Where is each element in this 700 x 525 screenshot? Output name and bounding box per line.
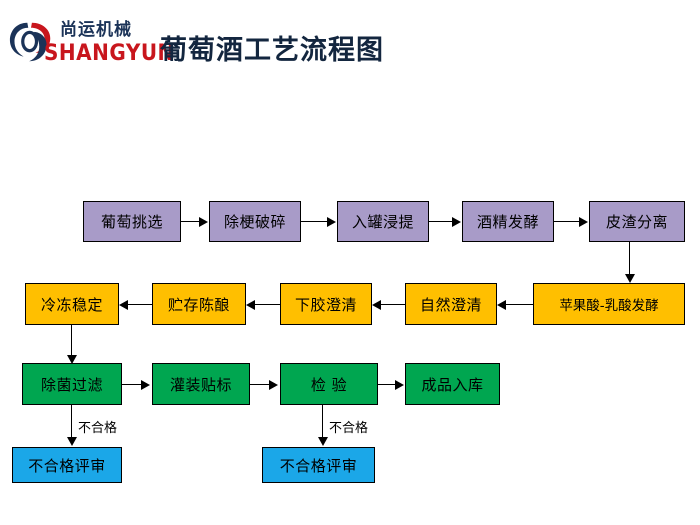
- node-nonconformity-review-1[interactable]: 不合格评审: [12, 447, 122, 483]
- node-nonconformity-review-2[interactable]: 不合格评审: [262, 447, 375, 483]
- node-alcoholic-fermentation[interactable]: 酒精发酵: [462, 201, 554, 242]
- node-malolactic-fermentation[interactable]: 苹果酸-乳酸发酵: [533, 283, 685, 325]
- node-tank-maceration[interactable]: 入罐浸提: [337, 201, 429, 242]
- company-logo: 尚运机械 SHANGYUN: [8, 18, 174, 70]
- node-sterile-filtration[interactable]: 除菌过滤: [22, 363, 122, 405]
- page-title: 葡萄酒工艺流程图: [160, 35, 384, 66]
- node-storage-aging[interactable]: 贮存陈酿: [152, 283, 246, 325]
- node-destemming-crushing[interactable]: 除梗破碎: [209, 201, 301, 242]
- page-header: 尚运机械 SHANGYUN 葡萄酒工艺流程图: [0, 0, 700, 90]
- node-pomace-separation[interactable]: 皮渣分离: [589, 201, 685, 242]
- edge-label-reject-1: 不合格: [78, 421, 118, 436]
- node-grape-sorting[interactable]: 葡萄挑选: [83, 201, 181, 242]
- node-inspection[interactable]: 检 验: [280, 363, 378, 405]
- logo-chinese-name: 尚运机械: [60, 20, 132, 40]
- node-cold-stabilization[interactable]: 冷冻稳定: [25, 283, 119, 325]
- node-fining-clarification[interactable]: 下胶澄清: [280, 283, 372, 325]
- node-bottling-labeling[interactable]: 灌装贴标: [152, 363, 250, 405]
- node-finished-goods-warehousing[interactable]: 成品入库: [405, 363, 500, 405]
- node-natural-clarification[interactable]: 自然澄清: [405, 283, 497, 325]
- logo-english-name: SHANGYUN: [44, 38, 175, 66]
- edge-label-reject-2: 不合格: [329, 421, 369, 436]
- shangyun-swirl-logo-icon: [9, 22, 51, 62]
